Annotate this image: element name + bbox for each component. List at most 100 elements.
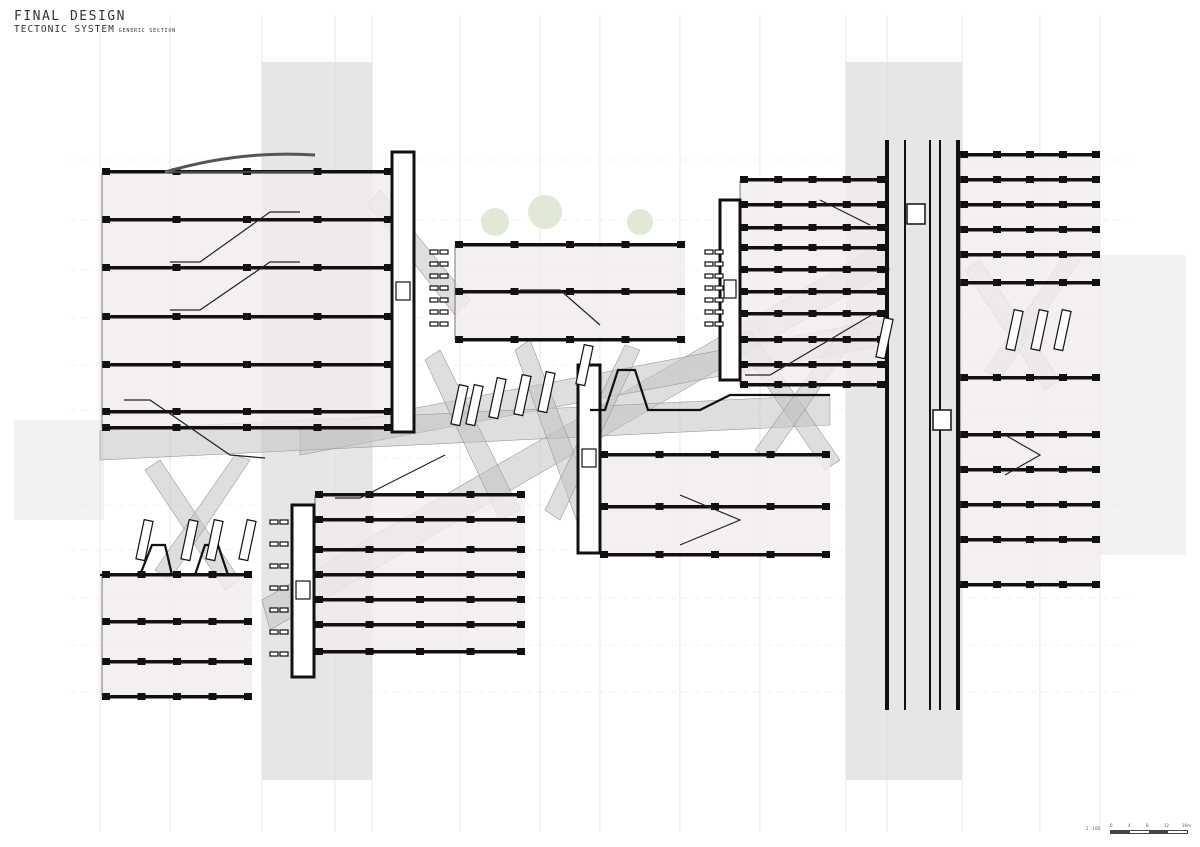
slab-column-head	[1026, 581, 1034, 588]
slab-column-head	[1059, 176, 1067, 183]
slab-column-head	[466, 621, 475, 628]
fin	[714, 261, 724, 267]
slab-column-head	[600, 451, 608, 458]
scale-tick: 12	[1164, 823, 1170, 828]
slab-column-head	[842, 288, 851, 295]
escalator-1	[170, 211, 300, 263]
slab-column-head	[102, 424, 110, 431]
escalator-4	[520, 289, 601, 326]
slab-column-head	[740, 288, 748, 295]
slab-column-head	[960, 151, 968, 158]
slab-column-head	[740, 201, 748, 208]
slab-column-head	[740, 361, 748, 368]
slab-column-head	[172, 264, 181, 271]
fin	[704, 273, 714, 279]
lift-car-lower	[932, 409, 952, 431]
slab-column-head	[842, 266, 851, 273]
slab-column-head	[517, 571, 525, 578]
slab-column-head	[466, 516, 475, 523]
slab-column-head	[774, 201, 783, 208]
slab-column-head	[621, 336, 630, 343]
slab-column-head	[740, 176, 748, 183]
slab-column-head	[1026, 251, 1034, 258]
slab-column-head	[1026, 226, 1034, 233]
louvre-blade	[575, 343, 594, 387]
core-lift	[581, 448, 597, 468]
fin	[704, 249, 714, 255]
slab-column-head	[1059, 501, 1067, 508]
slab-column-head	[808, 176, 817, 183]
slab-column-head	[711, 503, 719, 510]
truss-profiles	[100, 368, 830, 577]
slab-column-head	[766, 551, 775, 558]
slab-column-head	[1059, 431, 1067, 438]
slab-column-head	[960, 201, 968, 208]
scale-tick: 8	[1146, 823, 1149, 828]
slab-column-head	[1026, 501, 1034, 508]
fin	[714, 321, 724, 327]
slab-column-head	[960, 431, 968, 438]
slab-column-head	[365, 648, 374, 655]
tower-shafts	[885, 140, 960, 710]
fin	[429, 285, 439, 291]
fin	[269, 519, 279, 525]
louvre-blade	[238, 518, 257, 562]
fin	[269, 607, 279, 613]
slab-column-head	[1092, 536, 1100, 543]
slab-column-head	[384, 216, 392, 223]
slab-column-head	[102, 658, 110, 665]
slab-column-head	[416, 596, 424, 603]
slab-column-head	[1092, 431, 1100, 438]
slab-column-head	[808, 266, 817, 273]
slab-column-head	[822, 451, 830, 458]
slab-column-head	[842, 310, 851, 317]
slab-column-head	[877, 201, 885, 208]
slab-column-head	[960, 501, 968, 508]
stair-zigzag-right	[1004, 434, 1042, 476]
sawtooth-left	[100, 543, 250, 577]
slab-column-head	[808, 336, 817, 343]
slab-column-head	[244, 658, 252, 665]
fin	[279, 541, 289, 547]
slab-column-head	[655, 503, 664, 510]
fin	[279, 607, 289, 613]
slab-column-head	[774, 244, 783, 251]
slab-column-head	[842, 224, 851, 231]
slab-column-head	[244, 693, 252, 700]
fin	[429, 297, 439, 303]
slab-column-head	[740, 244, 748, 251]
water-hatch-left	[14, 420, 104, 520]
slab-column-head	[740, 224, 748, 231]
slab-column-head	[365, 596, 374, 603]
slab-column-head	[313, 361, 322, 368]
slab-column-head	[1026, 466, 1034, 473]
slab-column-head	[842, 361, 851, 368]
slab-column-head	[774, 310, 783, 317]
slab-column-head	[466, 596, 475, 603]
slab-column-head	[677, 336, 685, 343]
slab-column-head	[243, 264, 251, 271]
fin	[439, 297, 449, 303]
slab-column-head	[1059, 151, 1067, 158]
slab-column-head	[384, 361, 392, 368]
slab-column-head	[877, 266, 885, 273]
fin	[429, 309, 439, 315]
slab-column-head	[1059, 201, 1067, 208]
slab-column-head	[384, 264, 392, 271]
slab-column-head	[808, 288, 817, 295]
slab-column-head	[466, 648, 475, 655]
slab-column-head	[243, 168, 251, 175]
slab-column-head	[102, 361, 110, 368]
slab-column-head	[1092, 201, 1100, 208]
slab-column-head	[993, 201, 1001, 208]
slab-column-head	[384, 168, 392, 175]
fin	[429, 261, 439, 267]
slab-column-head	[243, 216, 251, 223]
slab-column-head	[960, 176, 968, 183]
slab-column-head	[877, 224, 885, 231]
slab-column-head	[993, 581, 1001, 588]
slab-column-head	[172, 313, 181, 320]
slab-column-head	[877, 288, 885, 295]
